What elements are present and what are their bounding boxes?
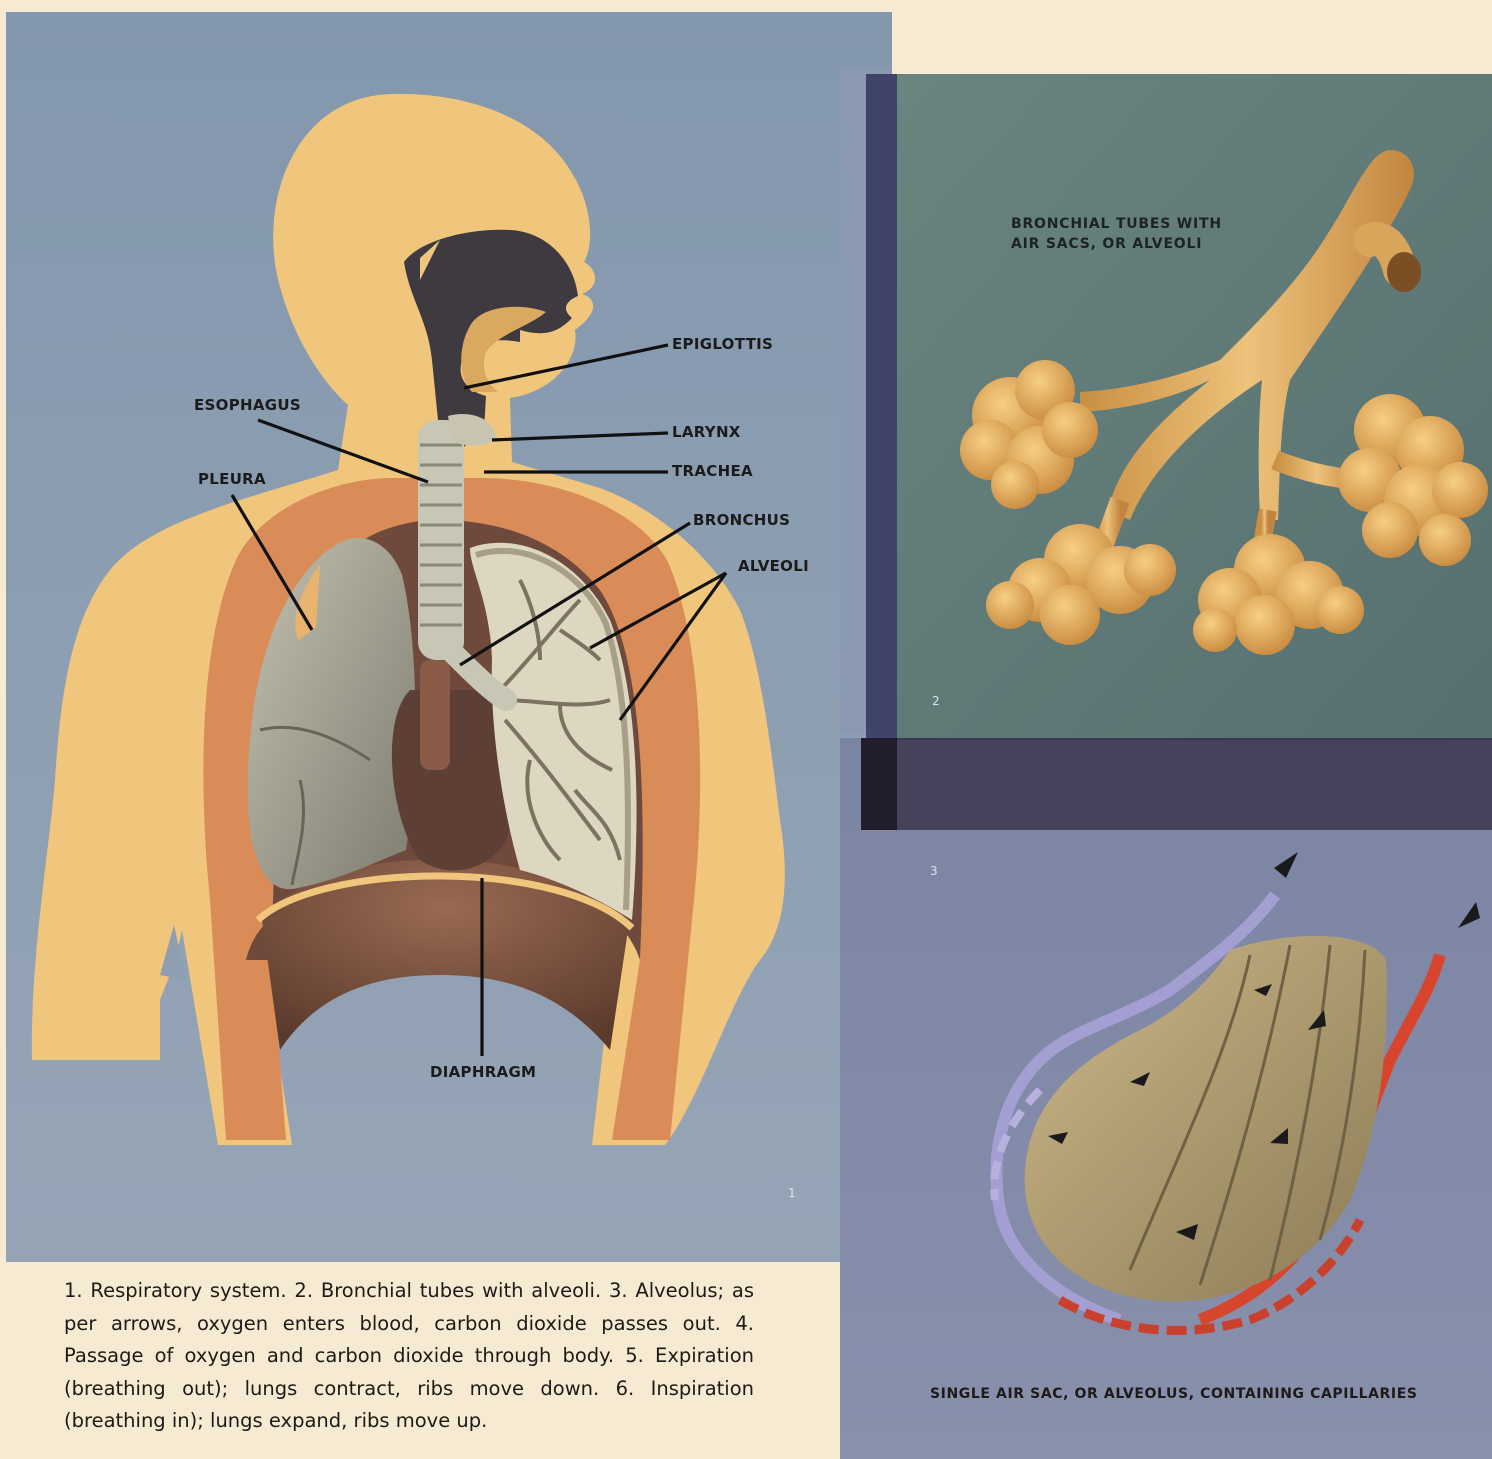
panel2-number: 2 [932,694,940,708]
label-esophagus: ESOPHAGUS [194,396,301,414]
label-alveoli: ALVEOLI [738,557,809,575]
label-pleura: PLEURA [198,470,266,488]
alveolus-caption: SINGLE AIR SAC, OR ALVEOLUS, CONTAINING … [930,1386,1418,1402]
label-bronchus: BRONCHUS [693,511,790,529]
label-larynx: LARYNX [672,423,741,441]
bronchial-tubes-title: BRONCHIAL TUBES WITH AIR SACS, OR ALVEOL… [1011,214,1251,254]
panel1-number: 1 [788,1186,796,1200]
figure-caption: 1. Respiratory system. 2. Bronchial tube… [64,1275,754,1438]
label-diaphragm: DIAPHRAGM [430,1063,536,1081]
label-epiglottis: EPIGLOTTIS [672,335,773,353]
label-trachea: TRACHEA [672,462,753,480]
panel3-number: 3 [930,864,938,878]
